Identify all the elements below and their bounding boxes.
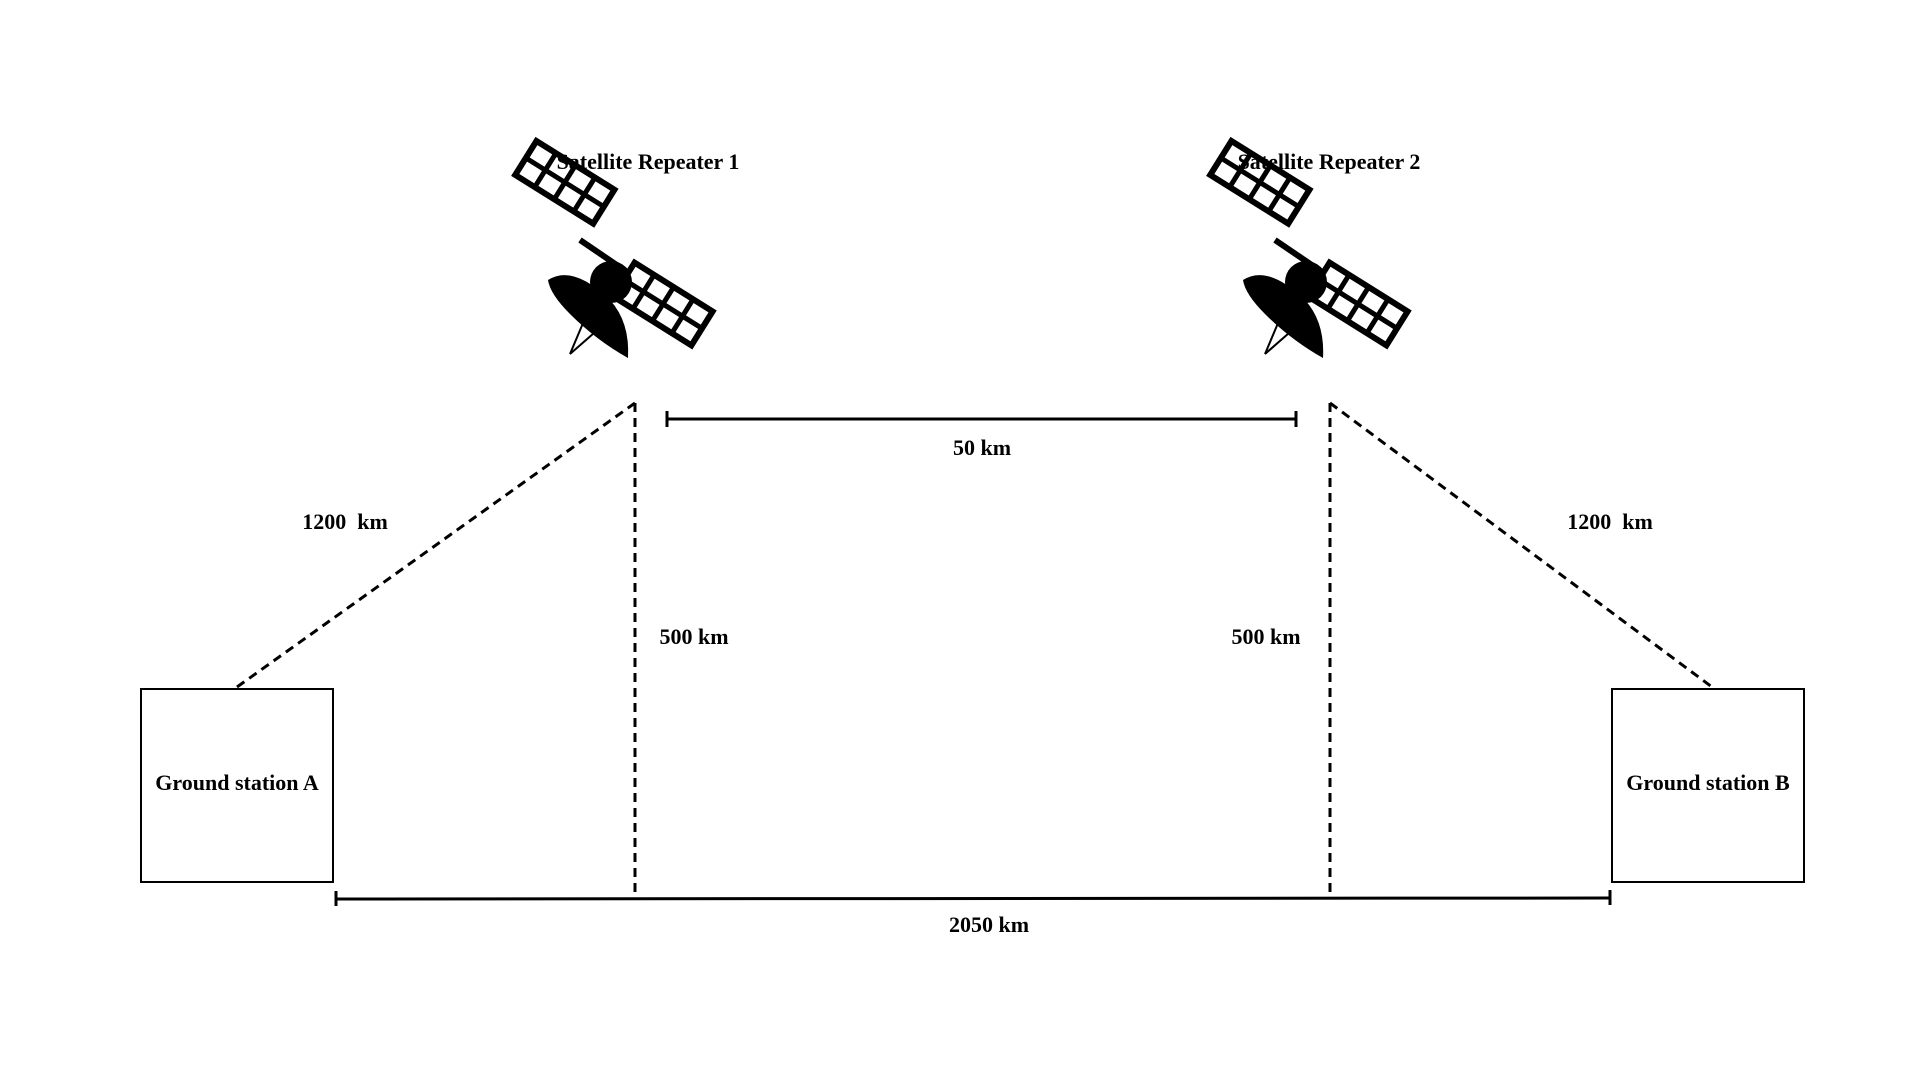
altitude-left-label: 500 km: [659, 624, 728, 649]
satellite-1-label: Satellite Repeater 1: [557, 149, 740, 174]
ground-station-a-box: [140, 688, 334, 883]
slant-distance-left-label: 1200 km: [302, 509, 388, 534]
ground-station-b-label: Ground station B: [1626, 770, 1790, 795]
ground-span-dimension: [334, 890, 1612, 906]
inter-satellite-dimension: [665, 411, 1298, 427]
satellite-2-label: Satellite Repeater 2: [1238, 149, 1421, 174]
inter-satellite-distance-label: 50 km: [953, 435, 1011, 460]
ground-station-b-box: [1611, 688, 1805, 883]
altitude-right-label: 500 km: [1231, 624, 1300, 649]
slant-link-right: [1329, 401, 1713, 689]
slant-distance-right-label: 1200 km: [1567, 509, 1653, 534]
ground-span-distance-label: 2050 km: [949, 912, 1029, 937]
ground-station-a-label: Ground station A: [155, 770, 319, 795]
slant-link-left: [236, 401, 636, 689]
